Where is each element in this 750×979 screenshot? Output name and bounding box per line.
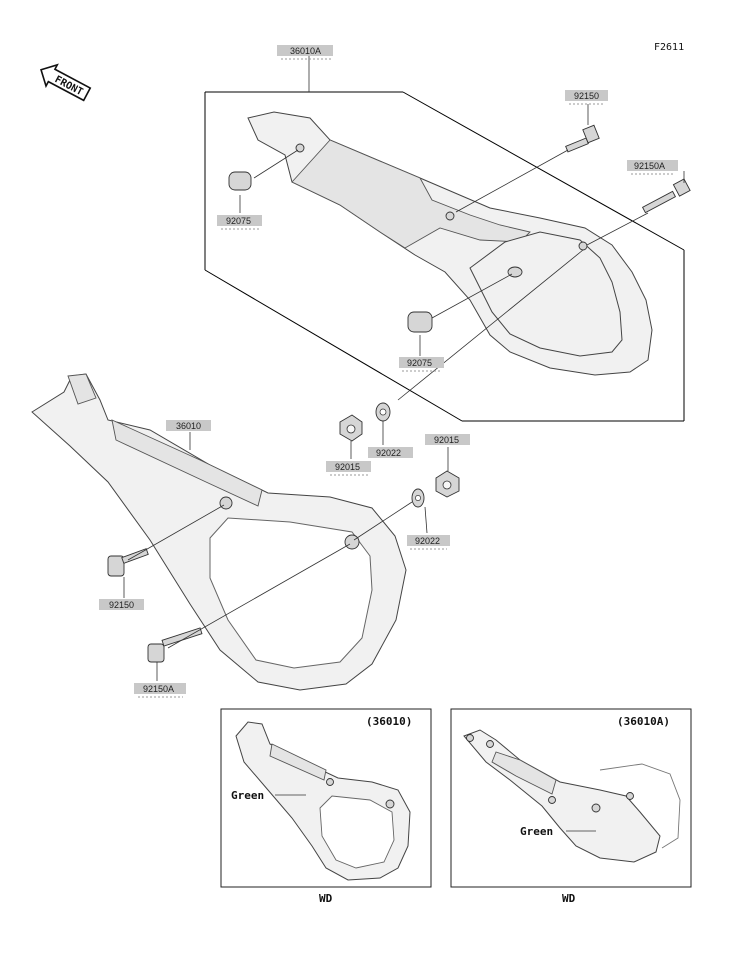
callout-36010: 36010 <box>166 420 211 431</box>
callout-92150-lower: 92150 <box>99 599 144 610</box>
callout-92150a-lower: 92150A <box>134 683 186 698</box>
callout-92015-right: 92015 <box>425 434 470 445</box>
inset-36010a-caption: WD <box>562 892 576 905</box>
upper-assembly-frame <box>204 91 685 422</box>
callout-92150a-upper: 92150A <box>627 160 678 175</box>
inset-36010a-ref: (36010A) <box>617 715 670 728</box>
inset-36010a: (36010A) Green <box>450 708 692 888</box>
lower-bolt-icon <box>107 548 149 577</box>
collar-left-icon <box>339 414 363 442</box>
inset-36010a-color-label: Green <box>520 825 553 838</box>
washer-left-icon <box>375 402 391 422</box>
lower-cover-window <box>209 517 373 669</box>
figure-code: F2611 <box>654 42 684 53</box>
upper-side-cover <box>247 111 653 376</box>
inset-36010: (36010) Green <box>220 708 432 888</box>
inset-36010-ref: (36010) <box>366 715 412 728</box>
upper-grommet-2-icon <box>407 311 433 333</box>
upper-bolt-a-icon <box>641 178 691 214</box>
svg-text:92150A: 92150A <box>634 161 665 171</box>
callout-92075-upper-1: 92075 <box>217 215 262 230</box>
upper-bolt-icon <box>565 124 600 153</box>
svg-text:92015: 92015 <box>335 462 360 472</box>
svg-text:92075: 92075 <box>407 358 432 368</box>
inset-36010-caption: WD <box>319 892 333 905</box>
callout-92150-upper: 92150 <box>565 90 608 105</box>
inset-36010-color-label: Green <box>231 789 264 802</box>
collar-right-icon <box>435 470 460 498</box>
svg-text:92150: 92150 <box>574 91 599 101</box>
svg-text:92075: 92075 <box>226 216 251 226</box>
lower-side-cover <box>31 373 407 691</box>
svg-text:36010: 36010 <box>176 421 201 431</box>
callout-92015-left: 92015 <box>326 461 371 476</box>
svg-text:92150: 92150 <box>109 600 134 610</box>
callout-92022-right: 92022 <box>407 535 450 550</box>
upper-grommet-1-icon <box>228 171 252 191</box>
washer-right-icon <box>411 488 425 508</box>
callout-36010a: 36010A <box>277 45 333 60</box>
svg-text:92022: 92022 <box>415 536 440 546</box>
svg-text:92022: 92022 <box>376 448 401 458</box>
callout-92022-left: 92022 <box>368 447 413 458</box>
svg-text:36010A: 36010A <box>290 46 321 56</box>
callout-92075-upper-2: 92075 <box>399 357 444 372</box>
svg-text:92150A: 92150A <box>143 684 174 694</box>
front-arrow-icon: FRONT <box>40 63 92 102</box>
svg-text:92015: 92015 <box>434 435 459 445</box>
